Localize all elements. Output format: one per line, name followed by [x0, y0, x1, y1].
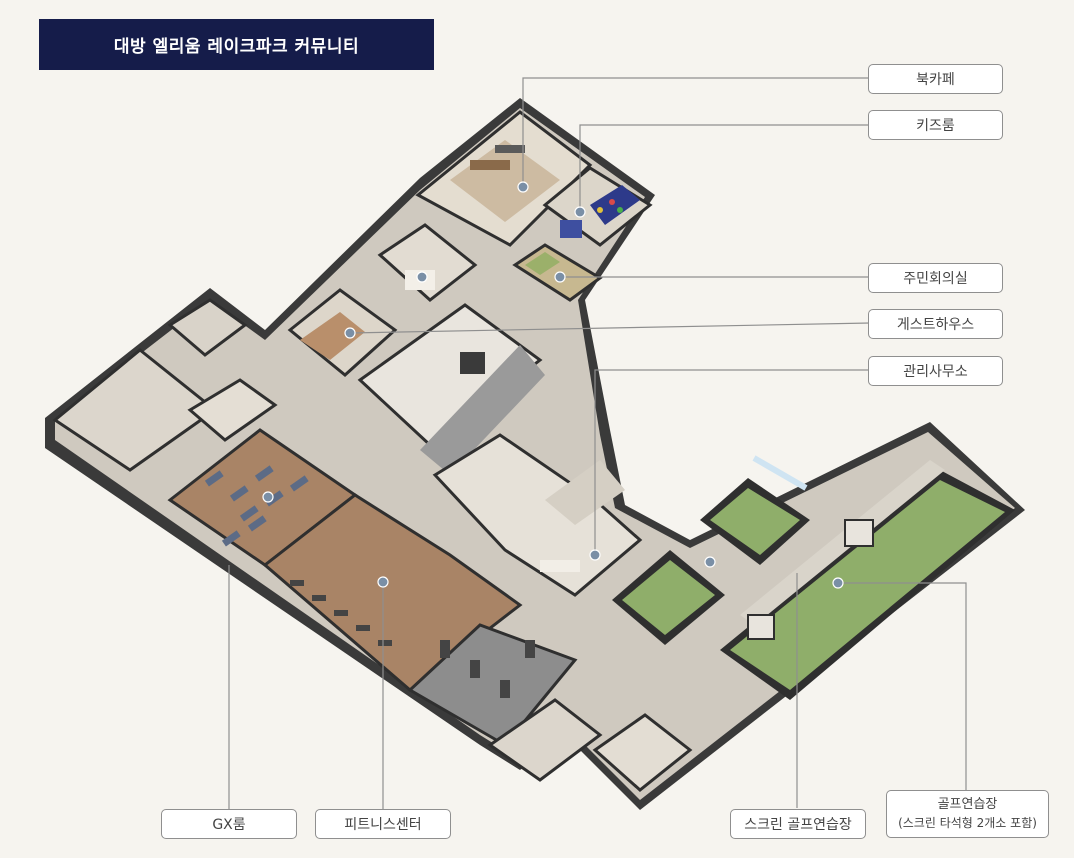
screen-golf-area — [612, 455, 810, 645]
label-kids-room: 키즈룸 — [868, 110, 1003, 140]
book-cafe-area — [415, 110, 593, 247]
label-golf-practice: 골프연습장 (스크린 타석형 2개소 포함) — [886, 790, 1049, 838]
label-book-cafe: 북카페 — [868, 64, 1003, 94]
golf-practice-area — [720, 460, 1015, 700]
guest-house-area — [287, 223, 478, 377]
locker-room-area — [52, 298, 278, 472]
label-fitness-center: 피트니스센터 — [315, 809, 451, 839]
lower-restroom-area — [487, 698, 693, 792]
leader-lines — [228, 77, 967, 823]
label-management-office: 관리사무소 — [868, 356, 1003, 386]
fitness-center-area — [262, 493, 578, 747]
kids-room-area — [542, 166, 653, 247]
label-golf-practice-title: 골프연습장 — [937, 797, 998, 812]
lobby-atrium — [357, 303, 545, 475]
label-residents-meeting-room: 주민회의실 — [868, 263, 1003, 293]
label-gx-room: GX룸 — [161, 809, 297, 839]
label-guest-house: 게스트하우스 — [868, 309, 1003, 339]
marker-dots — [262, 181, 844, 589]
label-golf-practice-sub: (스크린 타석형 2개소 포함) — [898, 816, 1037, 830]
label-screen-golf: 스크린 골프연습장 — [730, 809, 866, 839]
management-office-area — [432, 433, 643, 597]
page-title: 대방 엘리움 레이크파크 커뮤니티 — [39, 19, 434, 70]
